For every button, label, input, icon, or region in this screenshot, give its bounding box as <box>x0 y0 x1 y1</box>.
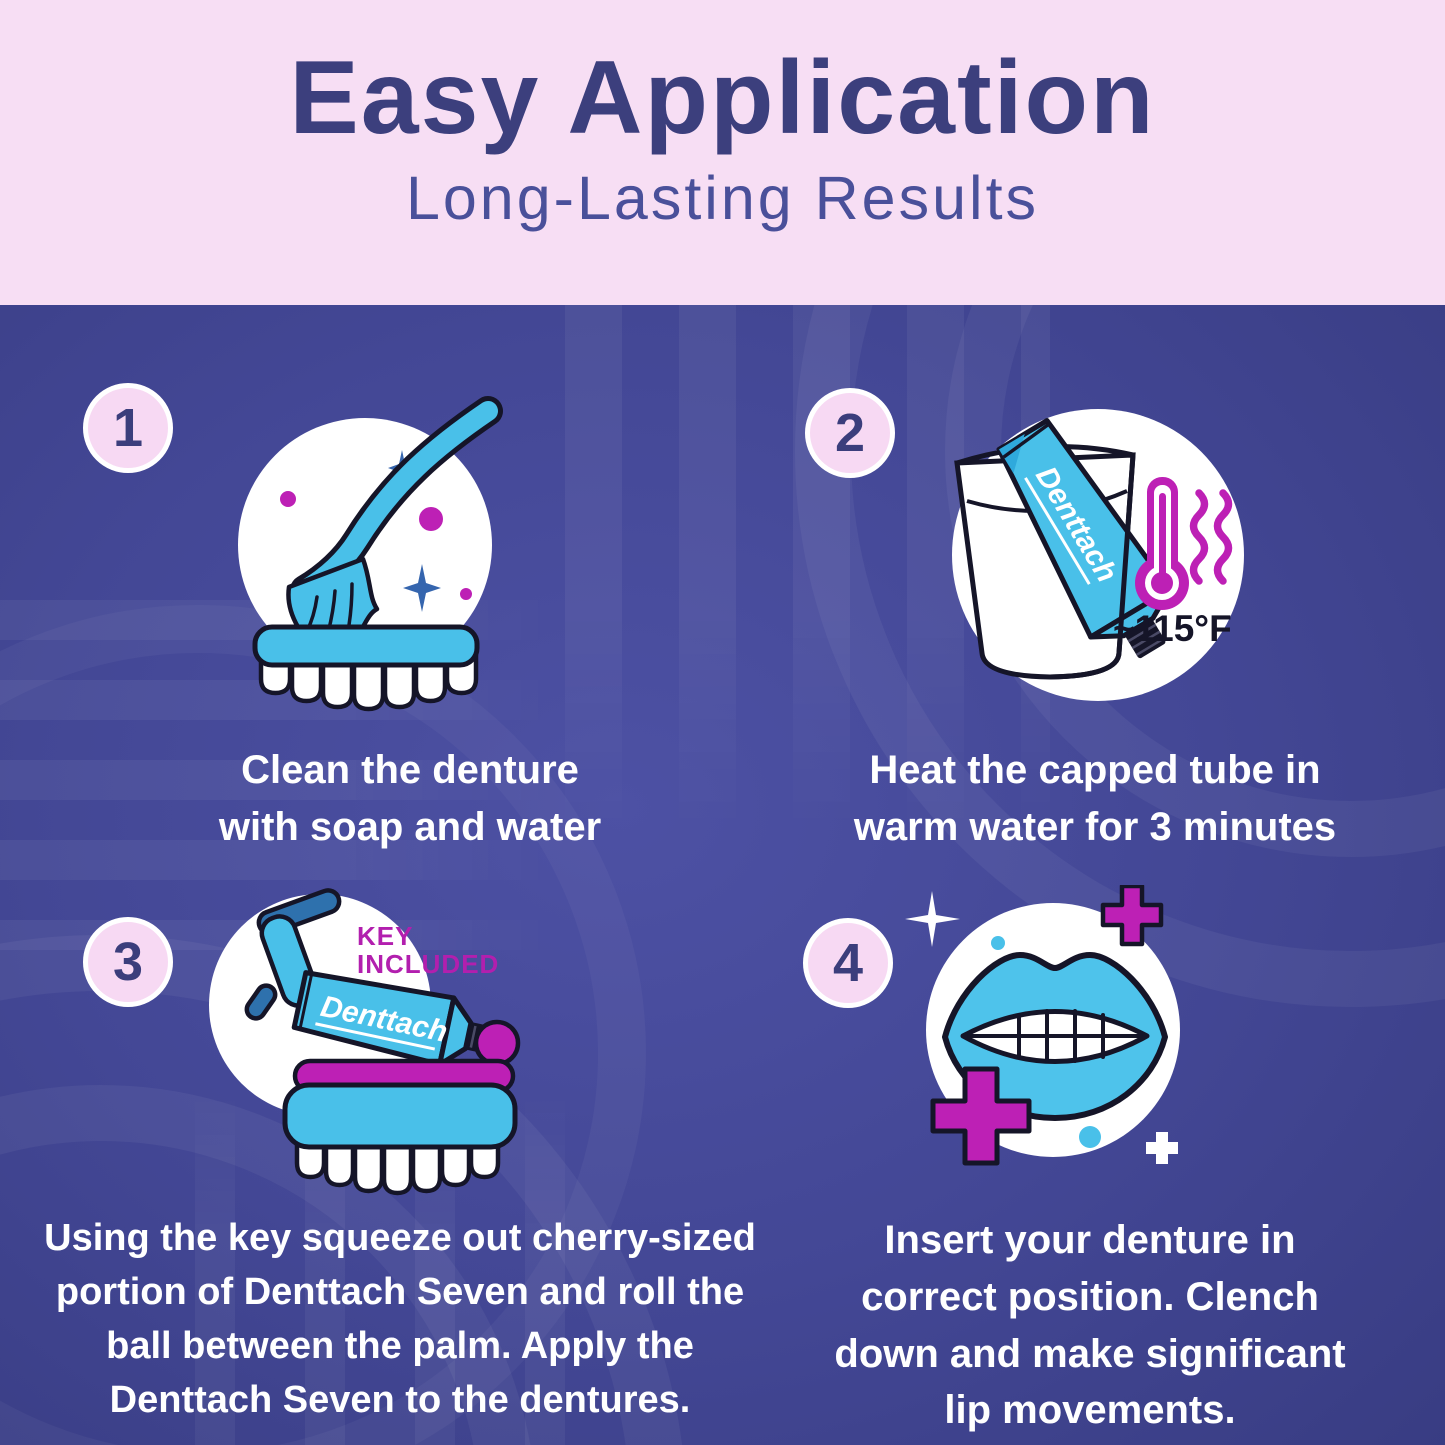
step-1-illustration <box>238 396 503 712</box>
step-3-badge: 3 <box>83 917 173 1007</box>
soap-bubble-icon <box>280 491 472 600</box>
caption-line: warm water for 3 minutes <box>853 804 1337 849</box>
heat-waves-icon <box>1189 489 1233 585</box>
step-3-illustration: KEY INCLUDED Denttach <box>209 888 521 1196</box>
lips-icon <box>942 952 1168 1121</box>
caption-line: correct position. Clench <box>861 1274 1319 1319</box>
caption-line: portion of Denttach Seven and roll the <box>55 1270 745 1313</box>
caption-line: Using the key squeeze out cherry-sized <box>44 1217 756 1259</box>
step-4-number: 4 <box>832 933 864 993</box>
step-2-caption: Heat the capped tube in warm water for 3… <box>800 742 1390 856</box>
denture-icon <box>282 1058 518 1196</box>
caption-line: Insert your denture in <box>884 1218 1296 1262</box>
step-1-number: 1 <box>112 398 144 458</box>
caption-line: ball between the palm. Apply the <box>106 1324 694 1367</box>
thermometer-icon <box>1135 477 1189 610</box>
caption-line: down and make significant <box>834 1331 1346 1376</box>
step-4-badge: 4 <box>803 918 893 1008</box>
step-1-caption: Clean the denture with soap and water <box>105 742 715 856</box>
step-3-caption: Using the key squeeze out cherry-sized p… <box>18 1212 782 1428</box>
denture-icon <box>252 624 480 712</box>
caption-line: Heat the capped tube in <box>869 748 1321 792</box>
step-2-number: 2 <box>834 403 866 463</box>
page-subtitle: Long-Lasting Results <box>405 164 1040 233</box>
dot-icon <box>991 936 1005 950</box>
temperature-label: ~115°F <box>1113 608 1232 649</box>
page-title: Easy Application <box>289 40 1156 156</box>
caption-line: Denttach Seven to the dentures. <box>109 1378 691 1421</box>
key-included-label-line2: INCLUDED <box>357 949 499 979</box>
banner: Easy Application Long-Lasting Results <box>0 0 1445 305</box>
step-3-number: 3 <box>112 932 144 992</box>
steps-area: 1 <box>0 305 1445 1445</box>
caption-line: Clean the denture <box>241 748 579 792</box>
step-2-illustration: Denttach ~115°F <box>952 409 1244 701</box>
step-4-illustration <box>905 885 1180 1166</box>
step-4-caption: Insert your denture in correct position.… <box>805 1212 1375 1439</box>
caption-line: with soap and water <box>218 804 602 849</box>
step-1-badge: 1 <box>83 383 173 473</box>
plus-icon <box>1146 1132 1178 1164</box>
key-included-label-line1: KEY <box>357 921 413 951</box>
dot-icon <box>1079 1126 1101 1148</box>
adhesive-ball-icon <box>473 1019 521 1067</box>
caption-line: lip movements. <box>944 1388 1236 1433</box>
glass-front-edge <box>1049 454 1136 680</box>
tube-icon: Denttach <box>291 970 495 1067</box>
sparkle-icon <box>905 891 960 947</box>
plus-icon <box>930 1066 1032 1166</box>
plus-icon <box>1100 885 1164 947</box>
step-2-badge: 2 <box>805 388 895 478</box>
